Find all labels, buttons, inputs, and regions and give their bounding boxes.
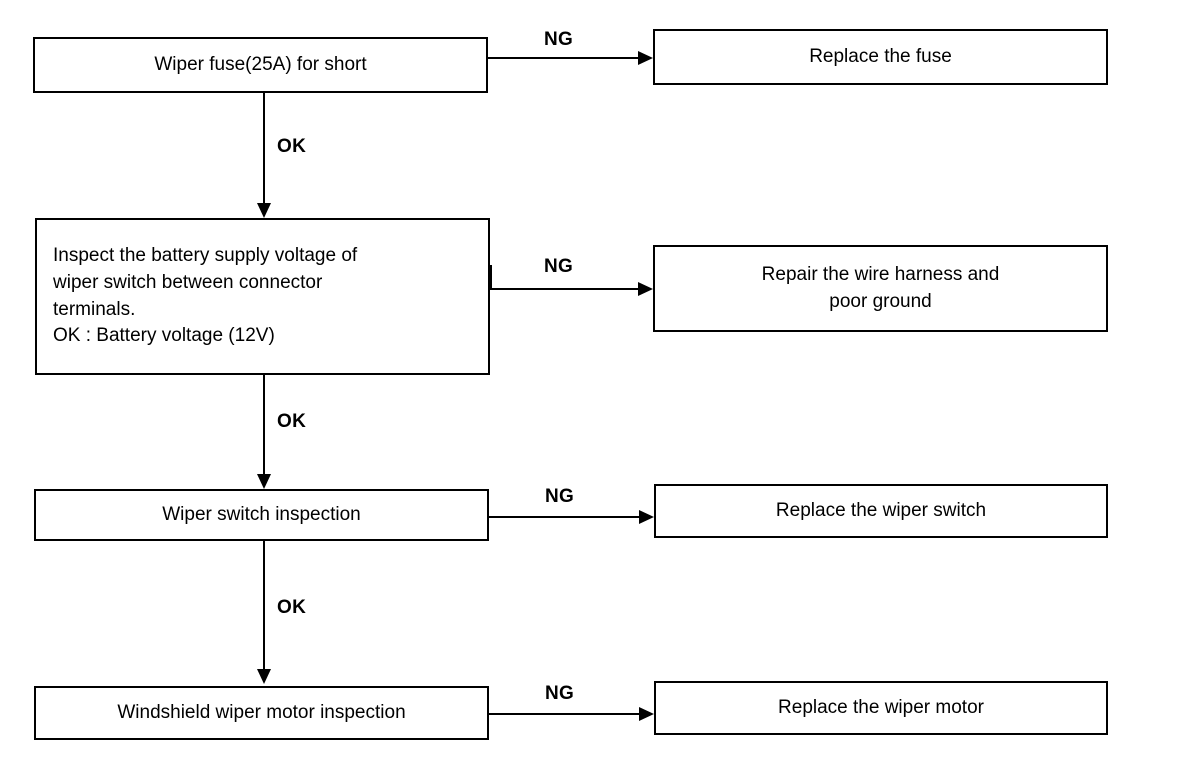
node-check-fuse[interactable]: Wiper fuse(25A) for short — [33, 37, 488, 93]
node-replace-wiper-switch-label: Replace the wiper switch — [775, 499, 987, 521]
node-check-fuse-label: Wiper fuse(25A) for short — [154, 53, 367, 75]
edge-ok-2-label: OK — [277, 411, 307, 432]
edge-ok-3-label: OK — [277, 597, 307, 618]
edge-ok-2-line — [263, 375, 265, 474]
edge-ng-2-arrowhead — [638, 282, 653, 296]
node-wiper-switch-inspection[interactable]: Wiper switch inspection — [34, 489, 489, 541]
node-repair-harness-label: Repair the wire harness and poor ground — [761, 263, 1000, 312]
edge-ng-2-line — [490, 288, 638, 290]
edge-ng-2-stub — [490, 265, 492, 289]
edge-ng-3-label: NG — [545, 486, 575, 507]
node-wiper-switch-inspection-label: Wiper switch inspection — [162, 503, 361, 525]
edge-ok-2-arrowhead — [257, 474, 271, 489]
node-inspect-voltage[interactable]: Inspect the battery supply voltage of wi… — [35, 218, 490, 375]
edge-ng-4-arrowhead — [639, 707, 654, 721]
edge-ok-1-label: OK — [277, 136, 307, 157]
edge-ok-1-line — [263, 93, 265, 203]
edge-ng-1-label: NG — [544, 29, 574, 50]
node-repair-harness[interactable]: Repair the wire harness and poor ground — [653, 245, 1108, 332]
node-replace-fuse-label: Replace the fuse — [809, 45, 952, 67]
edge-ng-3-line — [489, 516, 639, 518]
node-replace-wiper-motor-label: Replace the wiper motor — [778, 696, 984, 718]
edge-ng-4-line — [489, 713, 639, 715]
edge-ng-4-label: NG — [545, 683, 575, 704]
edge-ng-3-arrowhead — [639, 510, 654, 524]
node-replace-wiper-motor[interactable]: Replace the wiper motor — [654, 681, 1108, 735]
edge-ok-1-arrowhead — [257, 203, 271, 218]
edge-ok-3-arrowhead — [257, 669, 271, 684]
edge-ok-3-line — [263, 541, 265, 669]
edge-ng-1-line — [488, 57, 638, 59]
node-replace-wiper-switch[interactable]: Replace the wiper switch — [654, 484, 1108, 538]
edge-ng-2-label: NG — [544, 256, 574, 277]
node-replace-fuse[interactable]: Replace the fuse — [653, 29, 1108, 85]
node-wiper-motor-inspection-label: Windshield wiper motor inspection — [117, 701, 406, 723]
node-wiper-motor-inspection[interactable]: Windshield wiper motor inspection — [34, 686, 489, 740]
node-inspect-voltage-label: Inspect the battery supply voltage of wi… — [53, 244, 358, 347]
edge-ng-1-arrowhead — [638, 51, 653, 65]
